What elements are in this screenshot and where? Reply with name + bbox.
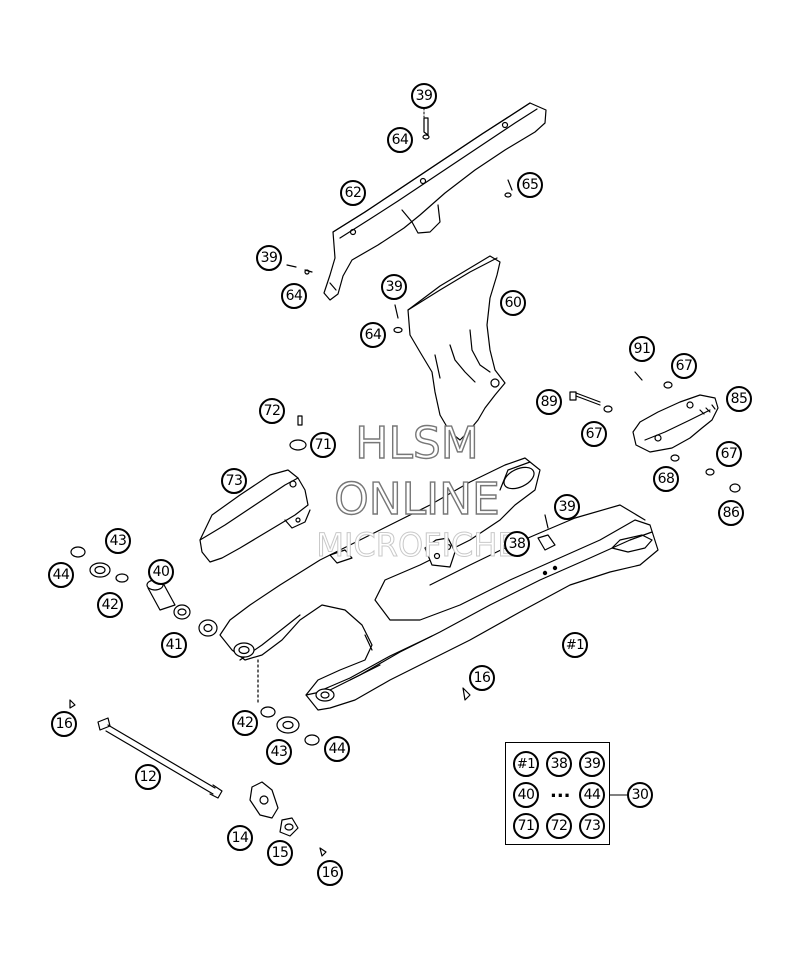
callout-43[interactable]: 43 [105,528,131,554]
callout-39[interactable]: 39 [381,274,407,300]
chain-guide-lower [407,255,506,441]
bearing-set-left [70,546,218,637]
kit-30-contents-box: #1 38 39 40 ... 44 71 72 73 [505,742,610,845]
callout-86[interactable]: 86 [718,500,744,526]
callout-16[interactable]: 16 [51,711,77,737]
callout-16[interactable]: 16 [469,665,495,691]
kit-item[interactable]: 73 [579,813,605,839]
swingarm-body [219,457,659,711]
callout-42[interactable]: 42 [97,592,123,618]
axle-plate-and-nut [249,781,299,837]
callout-39[interactable]: 39 [256,245,282,271]
callout-62[interactable]: 62 [340,180,366,206]
bolt-89 [569,391,613,413]
callout-72[interactable]: 72 [259,398,285,424]
callout-60[interactable]: 60 [500,290,526,316]
callout-38[interactable]: 38 [504,531,530,557]
callout-85[interactable]: 85 [726,386,752,412]
callout-42[interactable]: 42 [232,710,258,736]
callout-15[interactable]: 15 [267,840,293,866]
callout-67[interactable]: 67 [581,421,607,447]
callout-71[interactable]: 71 [310,432,336,458]
callout-91[interactable]: 91 [629,336,655,362]
chain-guide-part-85 [632,394,719,453]
callout-12[interactable]: 12 [135,764,161,790]
callout-14[interactable]: 14 [227,825,253,851]
callout-swingarm[interactable]: #1 [562,632,588,658]
swingarm-pivot-axle [97,717,223,799]
callout-41[interactable]: 41 [161,632,187,658]
callout-65[interactable]: 65 [517,172,543,198]
kit-item[interactable]: 38 [546,751,572,777]
callout-44[interactable]: 44 [48,562,74,588]
callout-40[interactable]: 40 [148,559,174,585]
callout-64[interactable]: 64 [387,127,413,153]
callout-39[interactable]: 39 [411,83,437,109]
callout-43[interactable]: 43 [266,739,292,765]
callout-16[interactable]: 16 [317,860,343,886]
chain-slider-upper [323,102,547,301]
callout-44[interactable]: 44 [324,736,350,762]
kit-item[interactable]: 40 [513,782,539,808]
callout-64[interactable]: 64 [360,322,386,348]
callout-67[interactable]: 67 [716,441,742,467]
kit-ellipsis: ... [550,781,571,802]
kit-item[interactable]: 71 [513,813,539,839]
callout-39[interactable]: 39 [554,494,580,520]
kit-item[interactable]: #1 [513,751,539,777]
small-fasteners [69,117,741,857]
callout-73[interactable]: 73 [221,468,247,494]
bearing-set-right [257,659,320,746]
kit-item[interactable]: 72 [546,813,572,839]
callout-67[interactable]: 67 [671,353,697,379]
callout-68[interactable]: 68 [653,466,679,492]
kit-item[interactable]: 44 [579,782,605,808]
callout-30[interactable]: 30 [627,782,653,808]
chain-slider-part-73 [199,469,311,563]
callout-89[interactable]: 89 [536,389,562,415]
leader-lines [423,107,628,796]
kit-item[interactable]: 39 [579,751,605,777]
callout-64[interactable]: 64 [281,283,307,309]
